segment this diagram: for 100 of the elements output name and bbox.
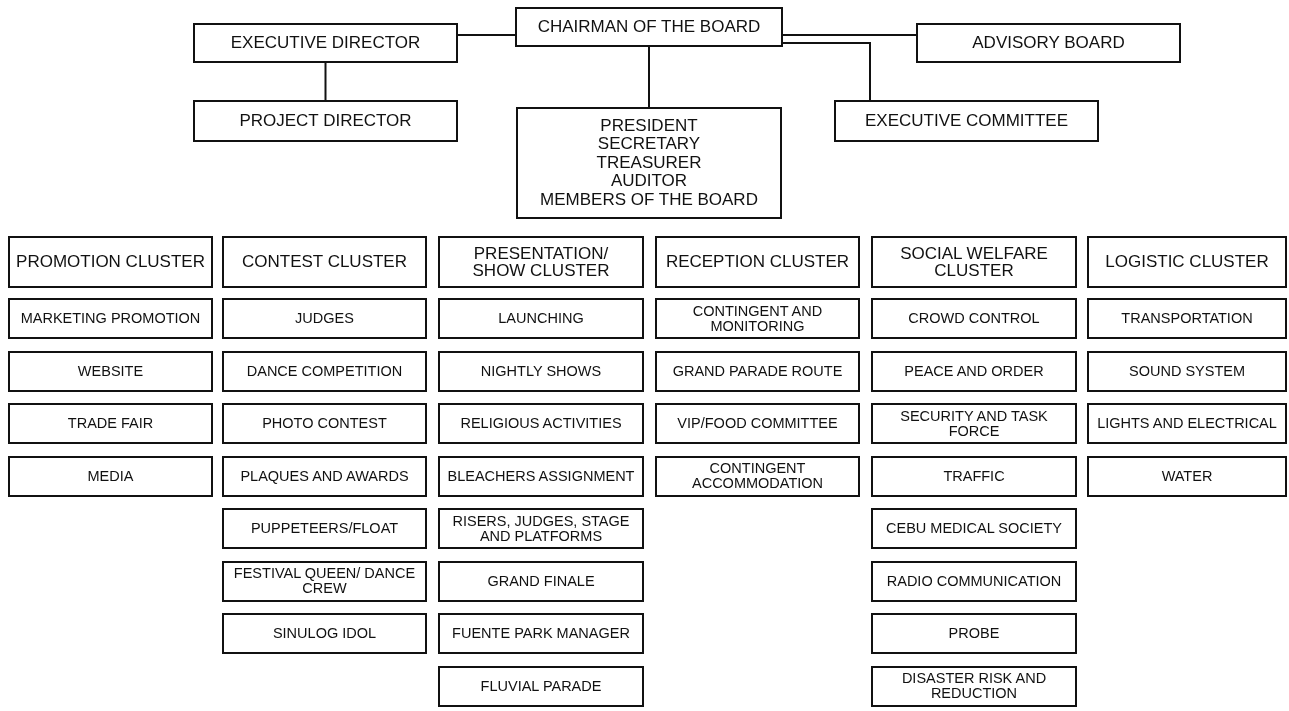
- cluster-box: [655, 236, 860, 288]
- committee-name: RADIO COMMUNICATION: [885, 573, 1063, 589]
- committee-name: BLEACHERS ASSIGNMENT: [446, 468, 636, 484]
- committee-name: CONTINGENT ACCOMMODATION: [691, 461, 824, 491]
- committee-name: CROWD CONTROL: [907, 311, 1041, 326]
- committee-name: DISASTER RISK AND REDUCTION: [900, 671, 1048, 701]
- committee-name: PLAQUES AND AWARDS: [239, 468, 410, 484]
- position-box: [515, 7, 783, 47]
- committee-name: NIGHTLY SHOWS: [479, 363, 603, 379]
- committee-box: [655, 298, 860, 339]
- committee-name: VIP/FOOD COMMITTEE: [676, 416, 839, 431]
- position-box: [516, 107, 782, 219]
- committee-box: [871, 613, 1077, 654]
- position-title: PRESIDENT: [600, 117, 698, 136]
- committee-name: WEBSITE: [76, 363, 145, 379]
- committee-box: [438, 613, 644, 654]
- position-title: SECRETARY: [597, 135, 701, 154]
- committee-name: WATER: [1160, 468, 1214, 484]
- committee-name: FESTIVAL QUEEN/ DANCE CREW: [232, 566, 417, 596]
- position-title: PROJECT DIRECTOR: [239, 112, 412, 130]
- committee-name: GRAND PARADE ROUTE: [671, 363, 844, 379]
- cluster-box: [1087, 236, 1287, 288]
- committee-box: [1087, 350, 1287, 392]
- position-box: [916, 23, 1181, 63]
- connector-line: [324, 62, 327, 101]
- position-title: ADVISORY BOARD: [972, 34, 1125, 52]
- committee-box: [438, 508, 644, 549]
- committee-box: [871, 560, 1077, 602]
- position-box: [193, 100, 458, 142]
- committee-box: [222, 350, 427, 392]
- cluster-box: [8, 236, 213, 288]
- cluster-title: CONTEST CLUSTER: [241, 253, 408, 271]
- committee-name: TRAFFIC: [942, 468, 1006, 484]
- committee-box: [871, 665, 1077, 707]
- committee-box: [222, 613, 427, 654]
- connector-line: [457, 34, 516, 36]
- committee-name: RELIGIOUS ACTIVITIES: [459, 416, 623, 431]
- committee-box: [8, 403, 213, 444]
- committee-box: [655, 455, 860, 497]
- committee-box: [8, 455, 213, 497]
- committee-name: TRADE FAIR: [66, 416, 155, 431]
- committee-name: PROBE: [947, 626, 1001, 641]
- committee-box: [438, 350, 644, 392]
- committee-box: [438, 403, 644, 444]
- committee-name: LIGHTS AND ELECTRICAL: [1096, 416, 1278, 431]
- committee-name: PHOTO CONTEST: [261, 416, 388, 431]
- committee-name: SOUND SYSTEM: [1128, 363, 1246, 379]
- cluster-title: PROMOTION CLUSTER: [15, 253, 206, 271]
- committee-name: FUENTE PARK MANAGER: [451, 626, 631, 641]
- committee-box: [871, 350, 1077, 392]
- cluster-box: [438, 236, 644, 288]
- committee-box: [8, 350, 213, 392]
- committee-box: [655, 350, 860, 392]
- committee-box: [1087, 403, 1287, 444]
- committee-box: [222, 298, 427, 339]
- committee-box: [871, 403, 1077, 444]
- committee-name: SINULOG IDOL: [271, 626, 378, 641]
- committee-name: FLUVIAL PARADE: [479, 678, 603, 694]
- committee-box: [8, 298, 213, 339]
- committee-box: [438, 665, 644, 707]
- cluster-title: LOGISTIC CLUSTER: [1104, 253, 1270, 271]
- position-title: CHAIRMAN OF THE BOARD: [537, 18, 761, 36]
- committee-name: TRANSPORTATION: [1120, 311, 1254, 326]
- position-title: TREASURER: [596, 153, 702, 173]
- committee-name: DANCE COMPETITION: [245, 363, 404, 379]
- cluster-box: [871, 236, 1077, 288]
- connector-line: [782, 34, 917, 36]
- committee-name: RISERS, JUDGES, STAGE AND PLATFORMS: [451, 513, 631, 544]
- committee-name: LAUNCHING: [497, 311, 585, 326]
- position-box: [834, 100, 1099, 142]
- committee-box: [871, 298, 1077, 339]
- connector-line: [782, 42, 871, 101]
- cluster-title: RECEPTION CLUSTER: [664, 253, 851, 271]
- position-title: EXECUTIVE DIRECTOR: [230, 34, 421, 52]
- position-title: AUDITOR: [610, 172, 688, 191]
- cluster-title: SOCIAL WELFARE CLUSTER: [899, 244, 1049, 280]
- committee-box: [222, 403, 427, 444]
- position-title: MEMBERS OF THE BOARD: [540, 190, 758, 209]
- connector-line: [648, 46, 650, 108]
- position-title: EXECUTIVE COMMITTEE: [864, 112, 1069, 130]
- committee-box: [438, 560, 644, 602]
- committee-box: [438, 455, 644, 497]
- committee-box: [871, 508, 1077, 549]
- position-box: [193, 23, 458, 63]
- committee-name: MEDIA: [86, 468, 135, 484]
- committee-name: CONTINGENT AND MONITORING: [691, 303, 824, 334]
- cluster-box: [222, 236, 427, 288]
- committee-box: [222, 508, 427, 549]
- committee-box: [1087, 455, 1287, 497]
- committee-box: [438, 298, 644, 339]
- committee-name: MARKETING PROMOTION: [19, 311, 202, 326]
- committee-box: [871, 455, 1077, 497]
- committee-name: JUDGES: [294, 311, 355, 326]
- committee-name: CEBU MEDICAL SOCIETY: [885, 521, 1063, 536]
- committee-box: [1087, 298, 1287, 339]
- committee-name: PUPPETEERS/FLOAT: [249, 521, 400, 536]
- committee-box: [222, 455, 427, 497]
- cluster-title: PRESENTATION/ SHOW CLUSTER: [471, 244, 611, 280]
- committee-box: [655, 403, 860, 444]
- committee-name: SECURITY AND TASK FORCE: [899, 408, 1049, 439]
